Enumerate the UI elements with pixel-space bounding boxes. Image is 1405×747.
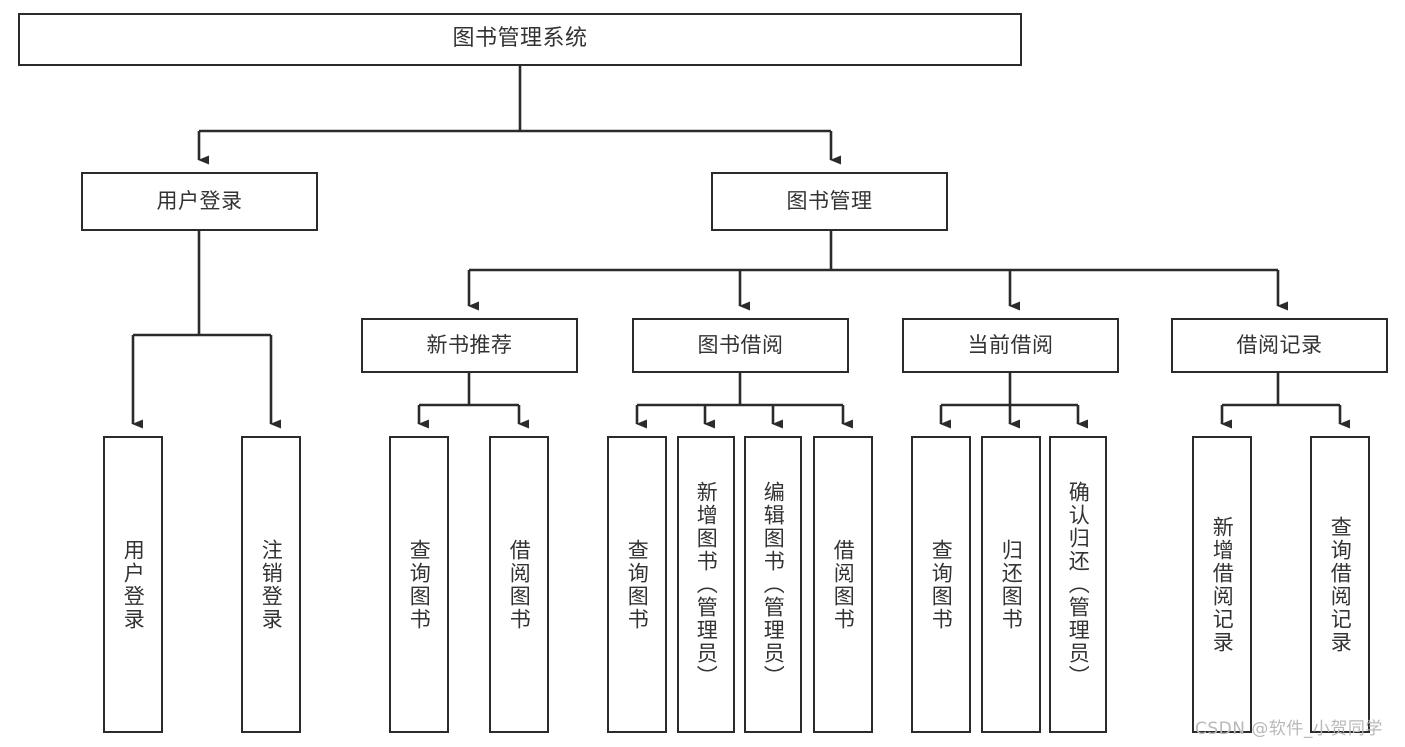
node-book-borrow[interactable]: 图书借阅 [632,318,849,373]
node-new-book-recommend[interactable]: 新书推荐 [361,318,578,373]
node-current-borrow[interactable]: 当前借阅 [902,318,1119,373]
node-label: 当前借阅 [967,332,1054,357]
node-borrow-record[interactable]: 借阅记录 [1171,318,1388,373]
node-root-system[interactable]: 图书管理系统 [18,13,1022,66]
leaf-query-book-recommend[interactable]: 查询图书 [389,436,449,733]
node-label: 新增图书（管理员） [694,481,719,688]
leaf-user-logout[interactable]: 注销登录 [241,436,301,733]
leaf-return-book[interactable]: 归还图书 [981,436,1041,733]
leaf-query-book-current[interactable]: 查询图书 [911,436,971,733]
leaf-borrow-book-recommend[interactable]: 借阅图书 [489,436,549,733]
node-user-login[interactable]: 用户登录 [81,172,318,231]
node-book-manage[interactable]: 图书管理 [711,172,948,231]
node-label: 查询图书 [625,538,650,631]
leaf-add-book[interactable]: 新增图书（管理员） [677,436,735,733]
node-label: 查询图书 [929,538,954,631]
leaf-borrow-book[interactable]: 借阅图书 [813,436,873,733]
leaf-confirm-return[interactable]: 确认归还（管理员） [1049,436,1107,733]
watermark-text: CSDN @软件_小贺同学 [1195,719,1383,739]
node-label: 借阅图书 [831,538,856,631]
node-label: 查询图书 [407,538,432,631]
leaf-user-login[interactable]: 用户登录 [103,436,163,733]
node-label: 图书管理系统 [452,26,588,52]
node-label: 图书借阅 [697,332,784,357]
node-label: 用户登录 [156,188,243,213]
leaf-query-borrow-record[interactable]: 查询借阅记录 [1310,436,1370,733]
node-label: 归还图书 [999,538,1024,631]
node-label: 确认归还（管理员） [1066,481,1091,688]
leaf-add-borrow-record[interactable]: 新增借阅记录 [1192,436,1252,733]
node-label: 注销登录 [259,538,284,631]
node-label: 用户登录 [121,538,146,631]
node-label: 新增借阅记录 [1210,515,1235,654]
node-label: 查询借阅记录 [1328,515,1353,654]
leaf-query-book-borrow[interactable]: 查询图书 [607,436,667,733]
node-label: 借阅记录 [1236,332,1323,357]
node-label: 图书管理 [786,188,873,213]
node-label: 新书推荐 [426,332,513,357]
node-label: 借阅图书 [507,538,532,631]
leaf-edit-book[interactable]: 编辑图书（管理员） [744,436,802,733]
node-label: 编辑图书（管理员） [761,481,786,688]
